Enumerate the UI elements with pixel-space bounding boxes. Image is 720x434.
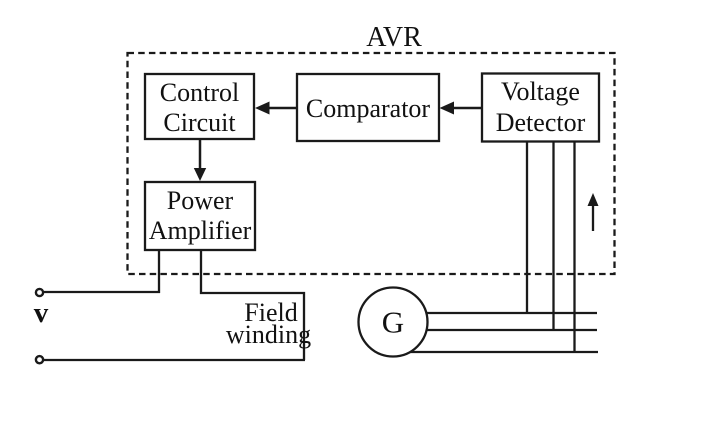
svg-text:Detector: Detector bbox=[496, 108, 586, 137]
svg-text:Voltage: Voltage bbox=[501, 77, 580, 106]
svg-text:G: G bbox=[382, 305, 404, 340]
svg-text:Field: Field bbox=[244, 298, 297, 327]
svg-text:Amplifier: Amplifier bbox=[149, 216, 252, 245]
svg-text:AVR: AVR bbox=[366, 22, 422, 53]
svg-text:v: v bbox=[34, 297, 49, 329]
svg-text:Comparator: Comparator bbox=[306, 94, 431, 123]
svg-text:Power: Power bbox=[167, 186, 234, 215]
svg-text:winding: winding bbox=[226, 320, 311, 349]
svg-text:Control: Control bbox=[160, 78, 239, 107]
svg-text:Circuit: Circuit bbox=[163, 108, 236, 137]
